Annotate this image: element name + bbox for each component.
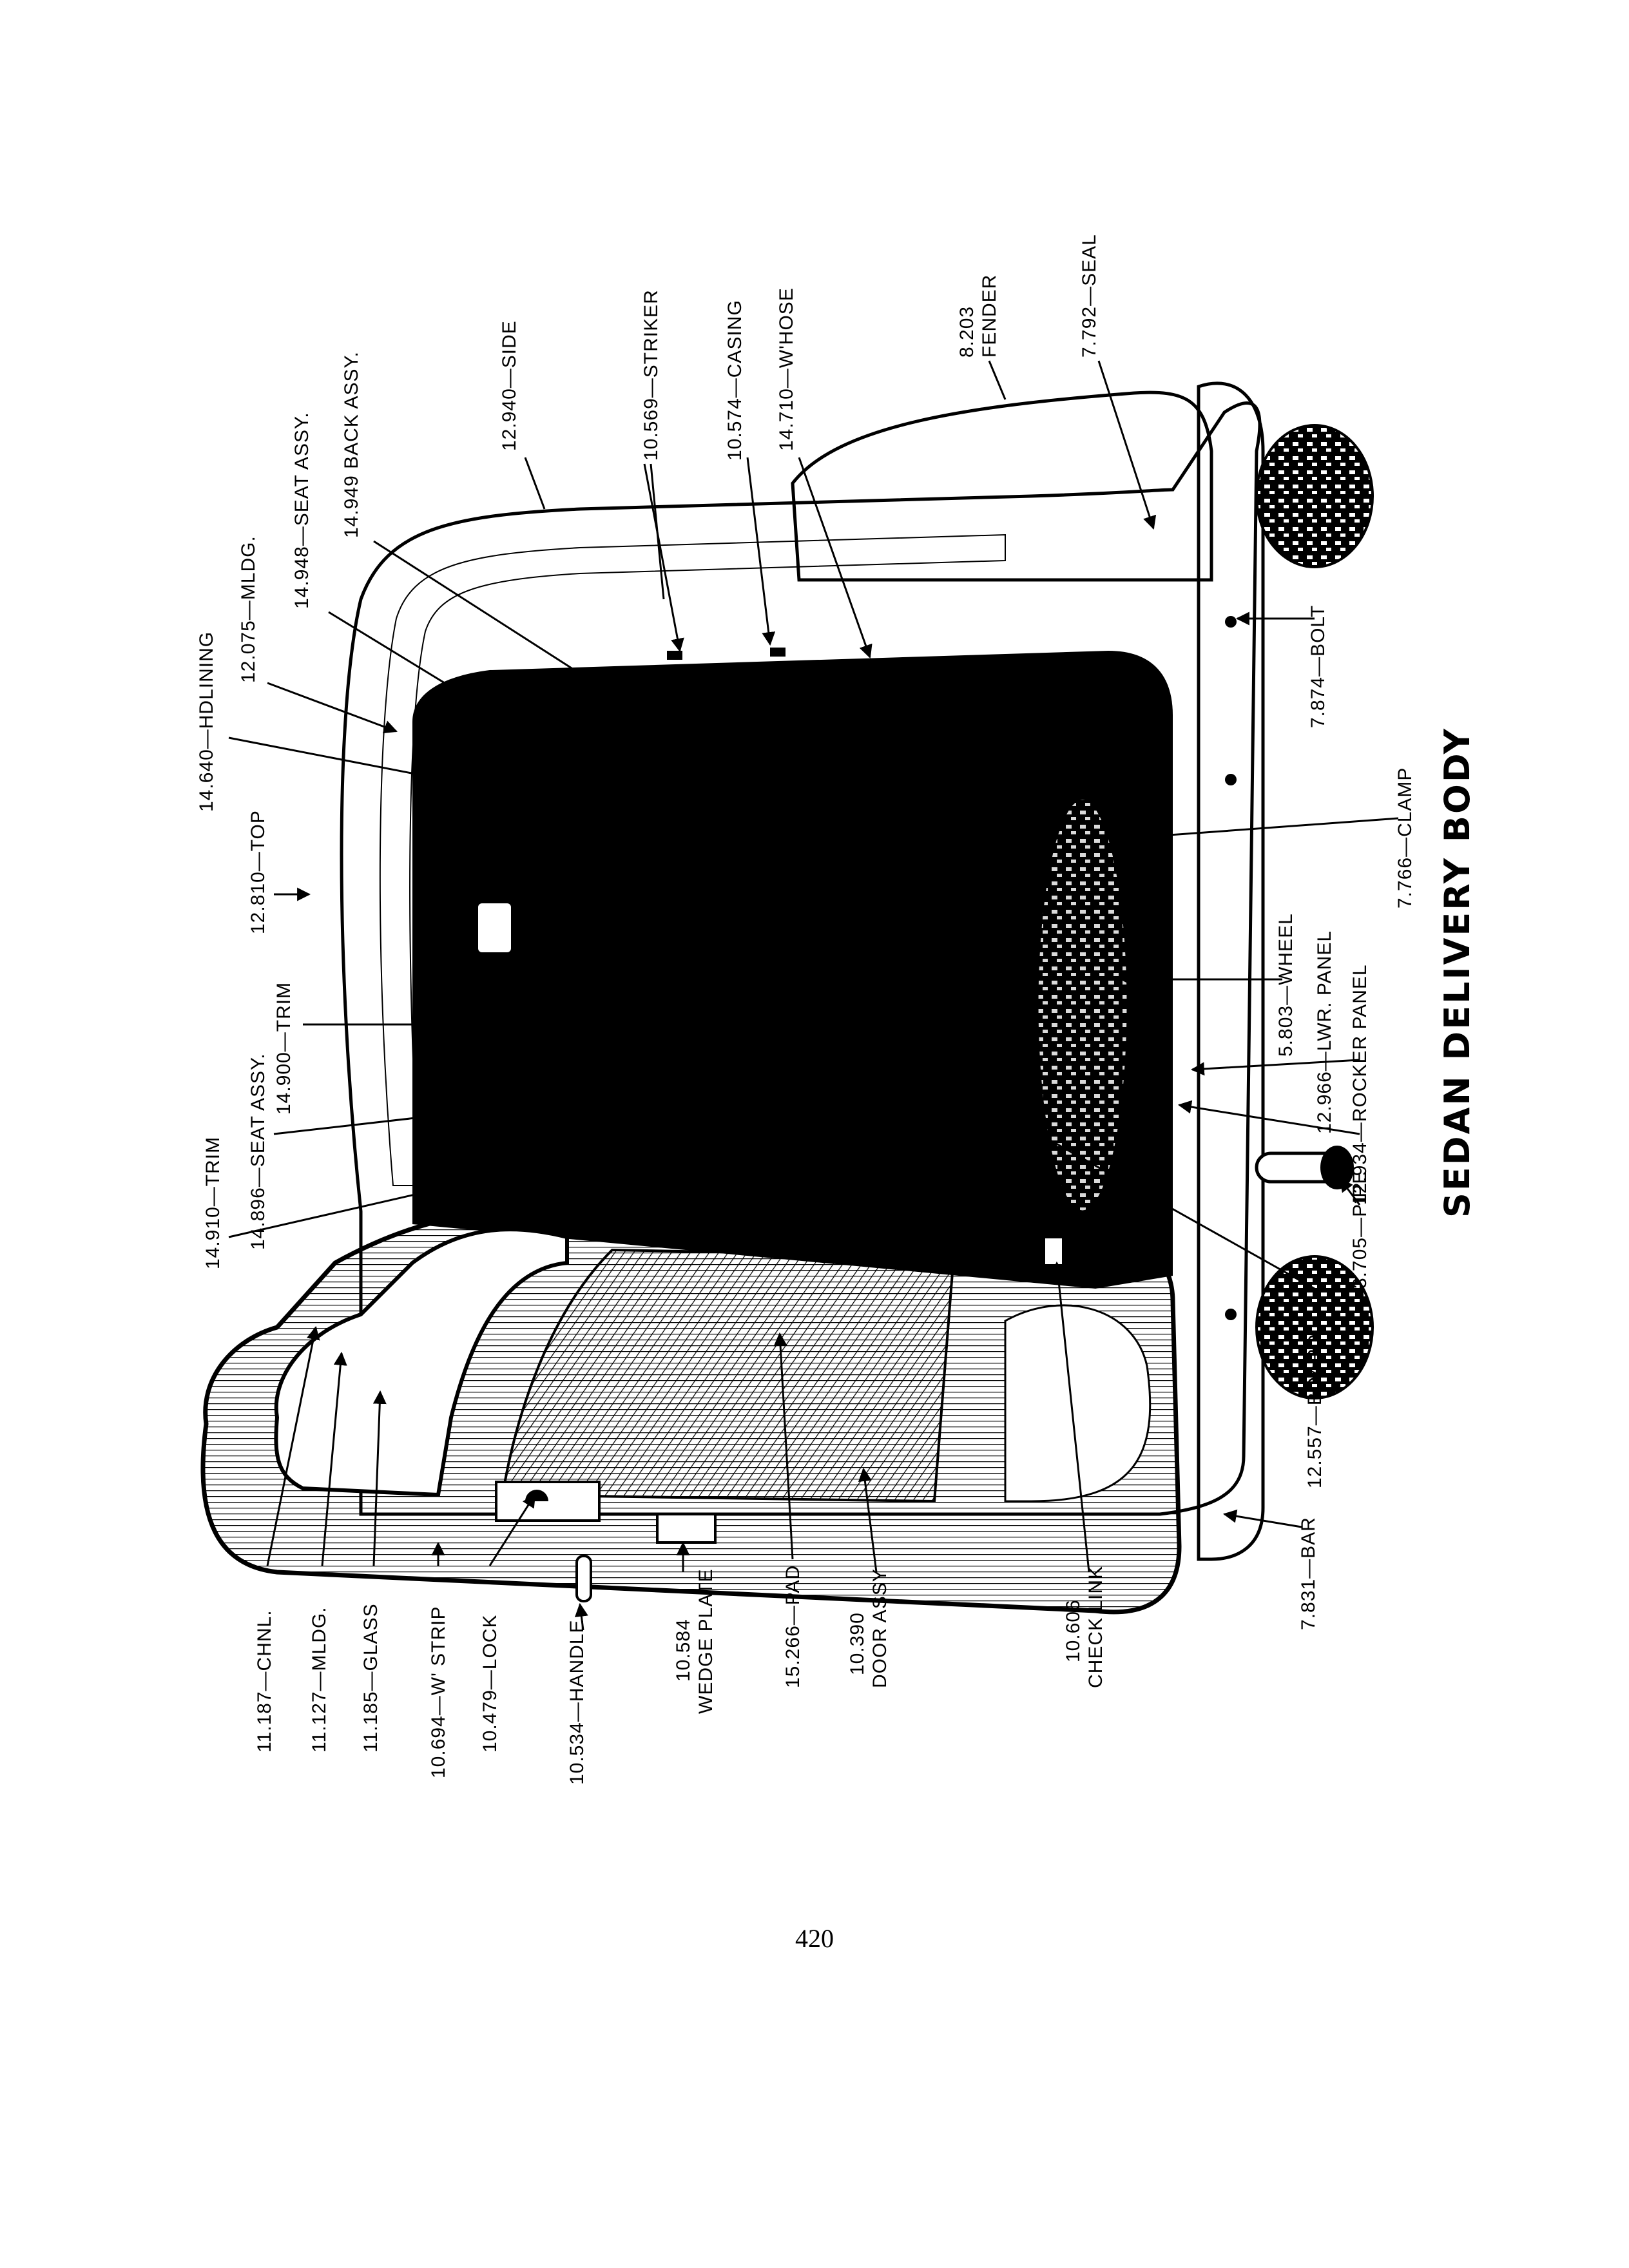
check-link — [1043, 1236, 1065, 1267]
wedge-plate — [656, 1513, 717, 1544]
callout-fender-num: 8.203 — [956, 306, 978, 358]
bolt — [1225, 1309, 1237, 1320]
callout-seal: 7.792—SEAL — [1079, 234, 1100, 358]
bolt — [1225, 774, 1237, 785]
callout-top: 12.810—TOP — [247, 810, 269, 934]
mirror — [476, 901, 514, 955]
tire-top — [1255, 424, 1374, 568]
leader-lines — [228, 360, 1399, 1631]
callout-board: 12.557—BOARD — [1304, 1334, 1325, 1488]
callout-labels: 14.640—HDLINING 12.075—MLDG. 14.948—SEAT… — [196, 234, 1478, 1785]
casing-hardware — [770, 648, 786, 657]
callout-hdlining: 14.640—HDLINING — [196, 631, 217, 812]
callout-wedge-name: WEDGE PLATE — [695, 1569, 717, 1714]
callout-wheel: 5.803—WHEEL — [1275, 913, 1296, 1057]
bolt — [1225, 616, 1237, 628]
callout-pipe: 3.705—PIPE — [1349, 1171, 1371, 1289]
callout-back-assy: 14.949 BACK ASSY. — [341, 351, 362, 538]
callout-door-assy-name: DOOR ASSY — [869, 1568, 891, 1688]
callout-fender-name: FENDER — [979, 274, 1000, 358]
callout-mldg-door: 11.127—MLDG. — [309, 1606, 330, 1753]
callout-trim-left: 14.910—TRIM — [202, 1137, 224, 1269]
callout-glass: 11.185—GLASS — [360, 1603, 381, 1753]
callout-bolt: 7.874—BOLT — [1307, 605, 1329, 728]
callout-mldg-top: 12.075—MLDG. — [238, 535, 259, 683]
callout-rocker-panel: 12.934—ROCKER PANEL — [1349, 964, 1371, 1205]
page-number: 420 — [795, 1924, 834, 1953]
lock-plate — [495, 1481, 601, 1522]
callout-clamp: 7.766—CLAMP — [1394, 767, 1416, 908]
bumper — [1197, 381, 1265, 1561]
car-illustration — [200, 381, 1374, 1615]
callout-lock: 10.479—LOCK — [479, 1615, 501, 1753]
striker-hardware — [667, 651, 682, 660]
callout-striker: 10.569—STRIKER — [641, 289, 662, 461]
callout-lwr-panel: 12.966—LWR. PANEL — [1314, 930, 1335, 1134]
callout-wedge-num: 10.584 — [673, 1619, 694, 1682]
rear-window — [463, 702, 581, 1135]
spare-tire-tread — [1036, 798, 1129, 1213]
load-floor — [823, 681, 1027, 1245]
door-lower-scoop — [1004, 1304, 1152, 1503]
roof-band — [379, 533, 1006, 1186]
callout-seat-assy-front: 14.896—SEAT ASSY. — [247, 1053, 269, 1250]
callout-pad: 15.266—PAD — [782, 1565, 804, 1688]
callout-w-hose: 14.710—W'HOSE — [776, 287, 797, 451]
fender — [791, 390, 1213, 582]
callout-casing: 10.574—CASING — [724, 300, 746, 461]
callout-trim-front: 14.900—TRIM — [273, 982, 294, 1115]
callout-check-link-name: CHECK LINK — [1085, 1566, 1106, 1688]
rear-seat-cushion — [760, 687, 904, 865]
tire-bottom — [1255, 1255, 1374, 1399]
door-handle — [575, 1555, 592, 1602]
callout-seat-assy-rear: 14.948—SEAT ASSY. — [291, 412, 313, 609]
callout-bar: 7.831—BAR — [1298, 1517, 1319, 1630]
callout-check-link-num: 10.606 — [1063, 1599, 1084, 1662]
callout-w-strip: 10.694—W' STRIP — [428, 1606, 449, 1779]
steering-wheel — [577, 938, 660, 1137]
callout-handle: 10.534—HANDLE — [566, 1620, 588, 1785]
callout-side: 12.940—SIDE — [499, 320, 520, 451]
body-shell — [340, 401, 1262, 1516]
callout-chnl: 11.187—CHNL. — [254, 1610, 275, 1753]
diagram-title: SEDAN DELIVERY BODY — [1437, 727, 1478, 1218]
callout-door-assy-num: 10.390 — [847, 1612, 868, 1675]
exhaust-pipe — [1255, 1146, 1354, 1189]
